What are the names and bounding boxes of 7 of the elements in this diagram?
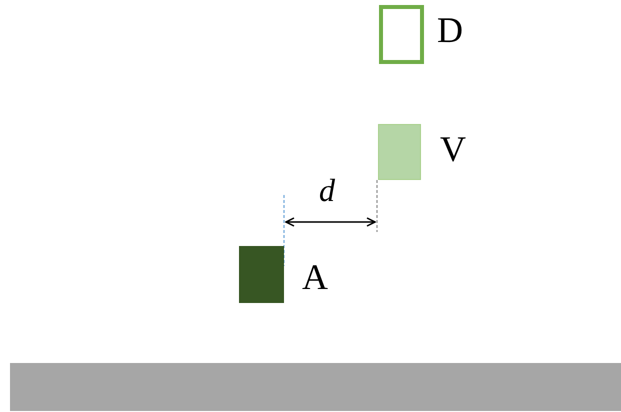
block-label: V xyxy=(440,131,466,167)
square-block xyxy=(239,246,284,303)
dimension-label: d xyxy=(319,174,335,206)
block-label: A xyxy=(302,259,328,295)
block-label: D xyxy=(437,12,463,48)
square-block xyxy=(379,5,424,64)
square-block xyxy=(378,124,421,180)
